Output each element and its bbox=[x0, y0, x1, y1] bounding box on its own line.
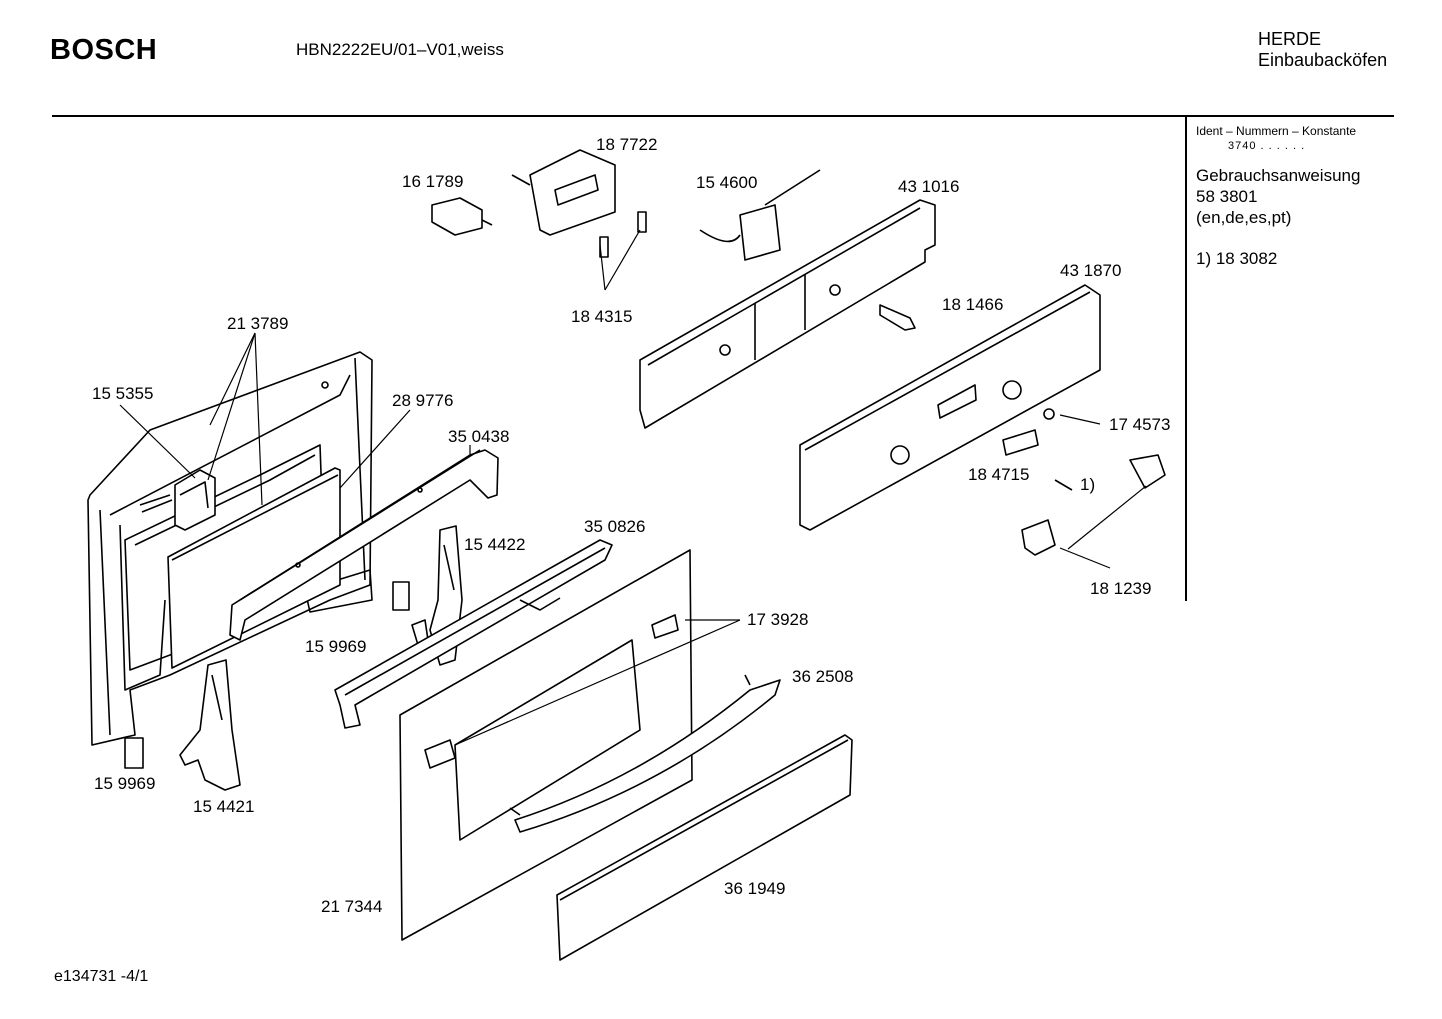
part-187722 bbox=[511, 149, 616, 236]
part-154421 bbox=[179, 659, 241, 791]
leader-lines bbox=[119, 229, 1147, 746]
label-184315: 18 4315 bbox=[571, 307, 632, 326]
part-screw bbox=[1054, 479, 1073, 491]
part-289776 bbox=[167, 467, 341, 669]
part-154600 bbox=[699, 169, 821, 261]
model-number: HBN2222EU/01–V01,weiss bbox=[296, 40, 504, 59]
header-divider bbox=[52, 115, 1394, 117]
footnote-reference: 1) 18 3082 bbox=[1196, 249, 1278, 268]
part-362508 bbox=[509, 674, 781, 833]
part-161789 bbox=[431, 197, 493, 236]
label-350826: 35 0826 bbox=[584, 517, 645, 536]
label-154421: 15 4421 bbox=[193, 797, 254, 816]
manual-languages: (en,de,es,pt) bbox=[1196, 208, 1292, 227]
category-title: HERDE bbox=[1258, 29, 1322, 49]
part-184315-b bbox=[637, 211, 647, 233]
part-361949 bbox=[556, 734, 853, 961]
label-213789: 21 3789 bbox=[227, 314, 288, 333]
label-361949: 36 1949 bbox=[724, 879, 785, 898]
part-181466 bbox=[879, 304, 916, 331]
label-154600: 15 4600 bbox=[696, 173, 757, 192]
part-174573 bbox=[1043, 408, 1055, 420]
document-id: e134731 -4/1 bbox=[54, 968, 149, 985]
label-187722: 18 7722 bbox=[596, 135, 657, 154]
label-173928: 17 3928 bbox=[747, 610, 808, 629]
category-subtitle: Einbaubacköfen bbox=[1258, 50, 1388, 70]
part-181239 bbox=[1021, 454, 1166, 556]
label-181466: 18 1466 bbox=[942, 295, 1003, 314]
ident-label: Ident – Nummern – Konstante bbox=[1196, 124, 1357, 138]
manual-number: 58 3801 bbox=[1196, 187, 1258, 206]
part-431870 bbox=[799, 284, 1101, 531]
ident-constant: 3740 . . . . . . bbox=[1228, 140, 1306, 152]
label-431870: 43 1870 bbox=[1060, 261, 1121, 280]
label-362508: 36 2508 bbox=[792, 667, 853, 686]
label-161789: 16 1789 bbox=[402, 172, 463, 191]
label-217344: 21 7344 bbox=[321, 897, 382, 916]
part-155355 bbox=[174, 469, 216, 531]
label-181239: 18 1239 bbox=[1090, 579, 1151, 598]
part-184715 bbox=[1002, 429, 1039, 456]
part-159969-upper bbox=[392, 581, 410, 611]
label-289776: 28 9776 bbox=[392, 391, 453, 410]
part-217344 bbox=[399, 549, 693, 941]
label-155355: 15 5355 bbox=[92, 384, 153, 403]
part-350438 bbox=[229, 449, 499, 641]
part-159969-lower bbox=[124, 737, 144, 769]
side-panel-divider bbox=[1185, 117, 1187, 601]
label-431016: 43 1016 bbox=[898, 177, 959, 196]
label-174573: 17 4573 bbox=[1109, 415, 1170, 434]
part-431016 bbox=[639, 199, 936, 429]
label-ref-1: 1) bbox=[1080, 475, 1095, 494]
label-154422: 15 4422 bbox=[464, 535, 525, 554]
label-159969-lower: 15 9969 bbox=[94, 774, 155, 793]
label-184715: 18 4715 bbox=[968, 465, 1029, 484]
brand-logo: BOSCH bbox=[50, 34, 158, 66]
part-350826 bbox=[334, 539, 613, 729]
label-159969-upper: 15 9969 bbox=[305, 637, 366, 656]
manual-label: Gebrauchsanweisung bbox=[1196, 166, 1361, 185]
label-350438: 35 0438 bbox=[448, 427, 509, 446]
